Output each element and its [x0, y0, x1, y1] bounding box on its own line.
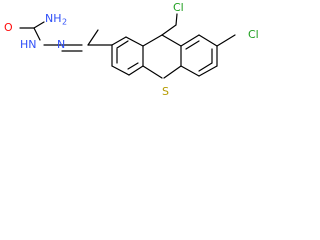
hn-label: HN — [20, 38, 37, 51]
chemical-structure-diagram: O NH 2 HN N Cl Cl S — [4, 1, 259, 98]
left-ring-bond-2 — [125, 36, 144, 47]
right-ring-inner-2 — [198, 62, 213, 72]
center-ring-top-right — [161, 34, 182, 47]
bond-chloromethyl-2 — [175, 13, 178, 26]
sulfur-label: S — [162, 85, 169, 98]
chlorine-top-label: Cl — [173, 1, 184, 14]
right-ring-bond-4 — [198, 65, 218, 77]
chlorine-right-label: Cl — [248, 28, 259, 41]
right-ring-bond-5 — [180, 65, 200, 77]
bond-lines — [19, 13, 236, 79]
bond-chloromethyl-1 — [161, 24, 177, 36]
left-ring-inner-1 — [116, 40, 129, 49]
bond-c-nh2 — [33, 21, 45, 29]
bond-aryl-chlorine — [216, 34, 236, 47]
right-ring-inner-1 — [185, 40, 200, 50]
left-ring-bond-4 — [128, 65, 144, 76]
center-ring-bottom-right — [163, 65, 182, 79]
center-ring-top-left — [142, 34, 163, 47]
oxygen-label: O — [4, 21, 13, 34]
left-ring-bond-1 — [111, 36, 127, 46]
right-ring-bond-1 — [180, 34, 200, 47]
right-ring-bond-2 — [198, 34, 218, 47]
atom-labels: O NH 2 HN N Cl Cl S — [4, 1, 259, 98]
imine-nitrogen-label: N — [57, 38, 65, 51]
left-ring-inner-2 — [127, 62, 139, 70]
nh2-subscript: 2 — [62, 18, 67, 27]
nh2-label: NH — [45, 12, 62, 25]
bond-c-hn — [33, 27, 41, 41]
center-ring-bottom-left — [142, 65, 163, 79]
bond-methyl — [87, 29, 99, 46]
left-ring-bond-5 — [111, 65, 130, 76]
structure-canvas: O NH 2 HN N Cl Cl S — [0, 0, 280, 125]
